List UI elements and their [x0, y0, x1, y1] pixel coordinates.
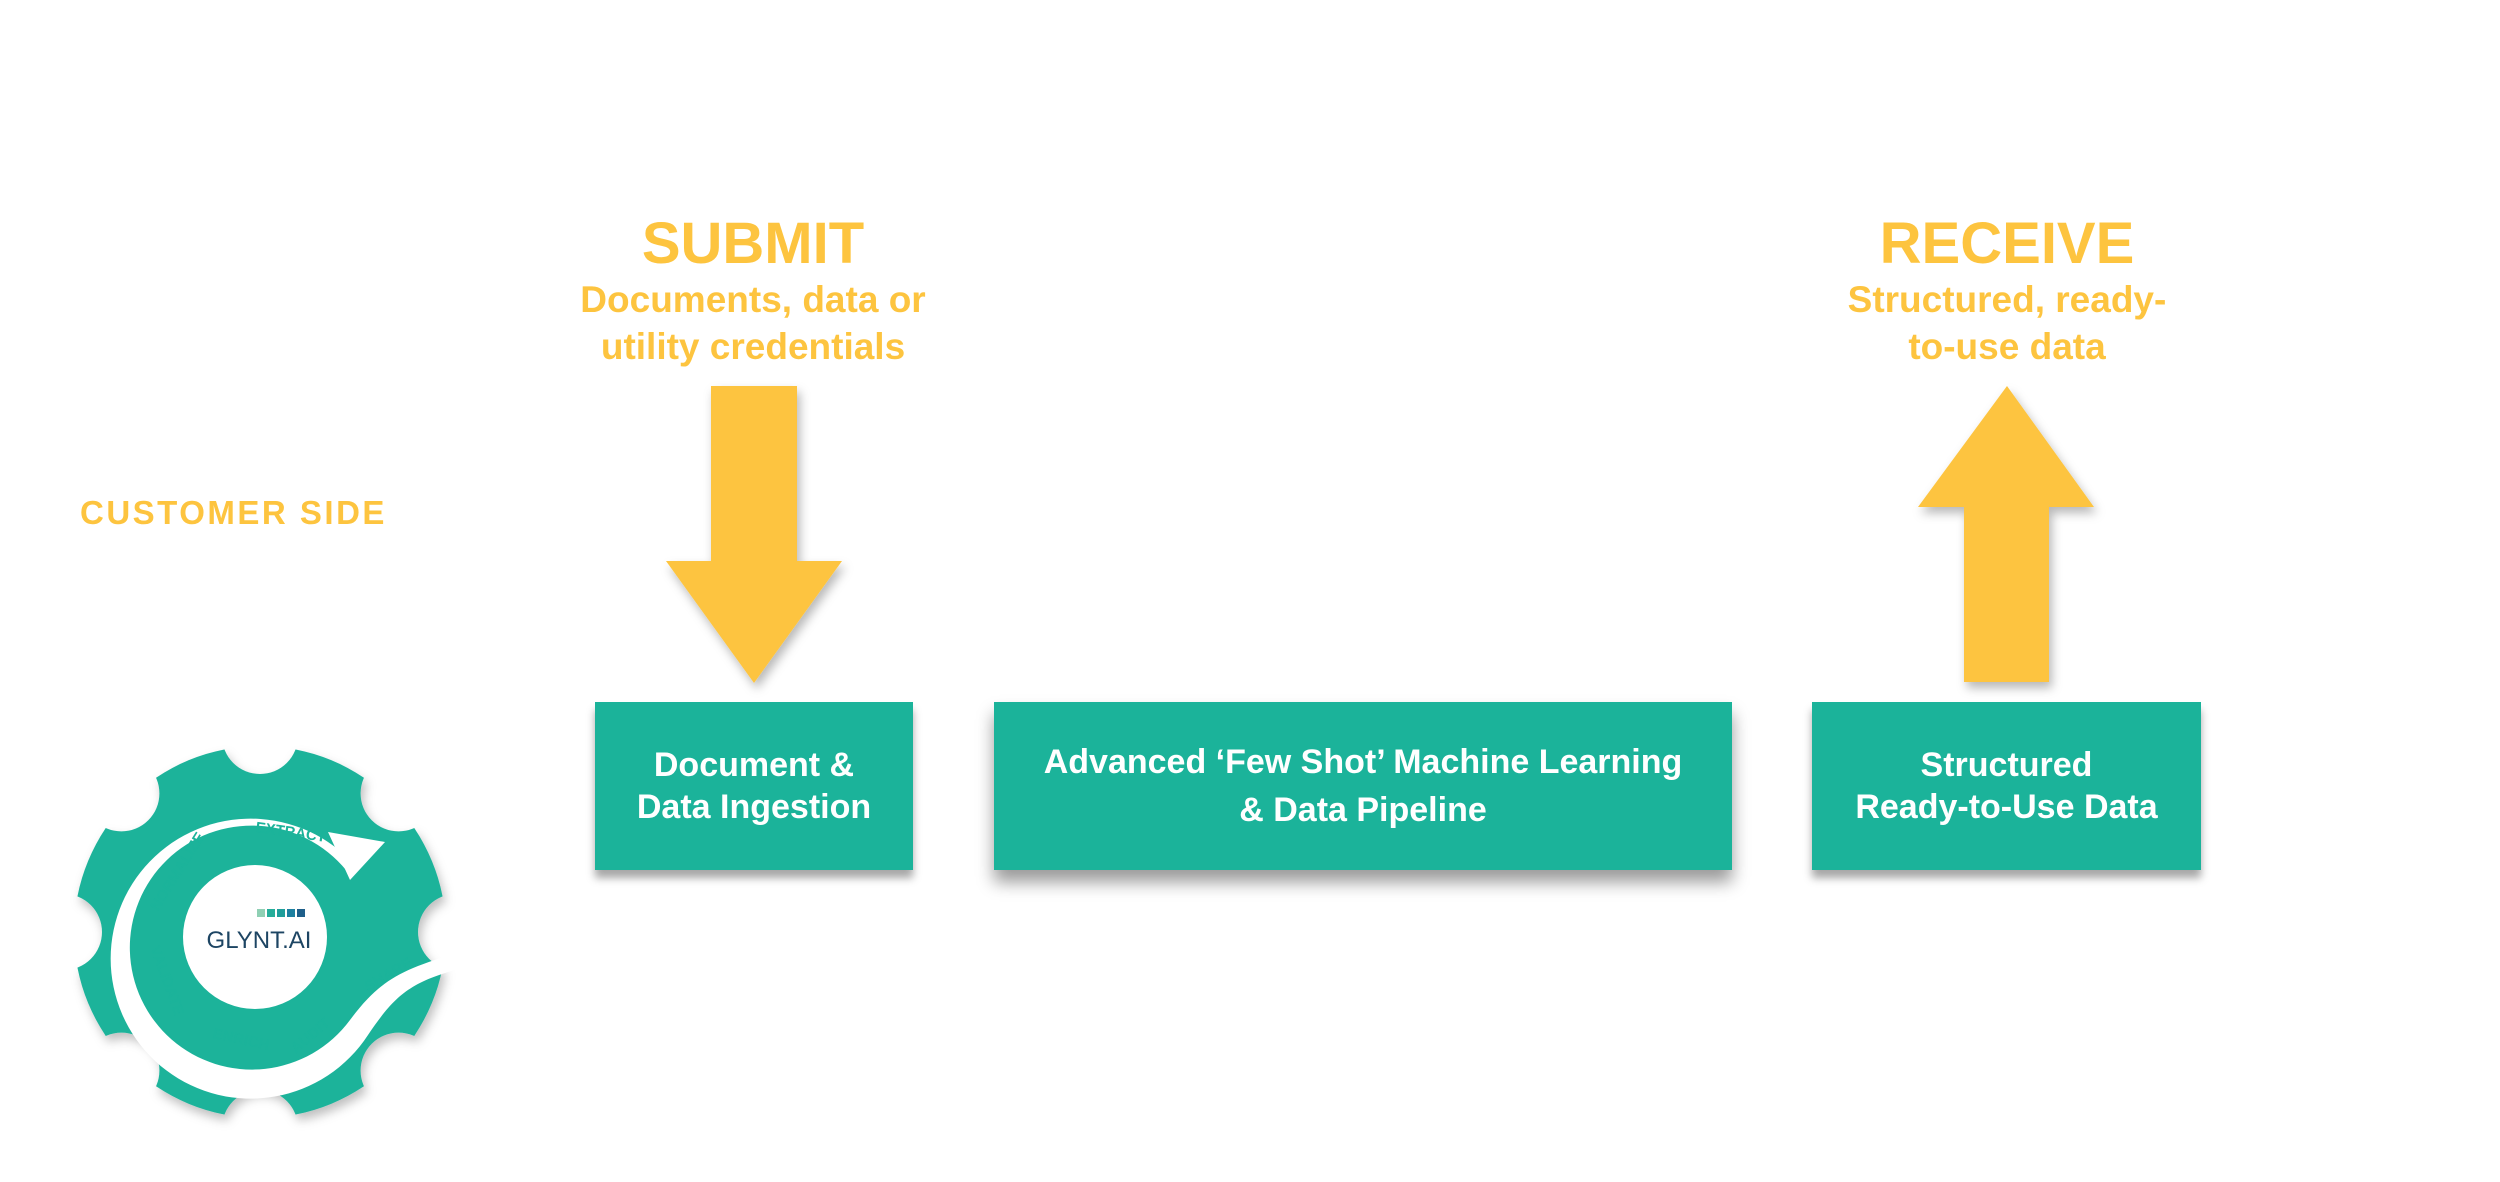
brand-name: GLYNT.AI: [207, 927, 312, 954]
arrow-up-icon: [1918, 386, 2094, 682]
receive-title: RECEIVE: [1879, 211, 2135, 276]
receive-subtitle-line2: to-use data: [1908, 326, 2106, 367]
submit-subtitle-line1: Documents, data or: [580, 279, 926, 320]
brand-square: [257, 909, 265, 917]
box-label-line1: Structured: [1920, 746, 2093, 784]
receive-subtitle-line1: Structured, ready-: [1847, 279, 2167, 320]
box-label-line2: Ready-to-Use Data: [1855, 788, 2158, 826]
ribbon-arrow-icon: [328, 832, 385, 880]
submit-subtitle-line2: utility credentials: [600, 326, 906, 367]
submit-title: SUBMIT: [641, 211, 865, 276]
brand-square: [297, 909, 305, 917]
box-label-line2: Data Ingestion: [636, 788, 872, 826]
logo-circle: [183, 865, 327, 1009]
document-data-ingestion-box: Document & Data Ingestion: [595, 702, 913, 870]
ml-data-pipeline-box: Advanced ‘Few Shot’ Machine Learning & D…: [994, 702, 1732, 870]
customer-side-label: CUSTOMER SIDE: [80, 494, 387, 531]
submit-heading: SUBMIT Documents, data or utility creden…: [553, 212, 953, 370]
box-label-line2: & Data Pipeline: [1239, 791, 1487, 829]
box-label-line1: Advanced ‘Few Shot’ Machine Learning: [1043, 743, 1683, 781]
brand-square: [277, 909, 285, 917]
box-label-line1: Document &: [653, 746, 855, 784]
arrow-down-icon: [666, 386, 842, 683]
structured-data-box: Structured Ready-to-Use Data: [1812, 702, 2201, 870]
brand-square: [267, 909, 275, 917]
receive-heading: RECEIVE Structured, ready- to-use data: [1807, 212, 2207, 370]
brand-square: [287, 909, 295, 917]
brand-squares: [257, 909, 305, 917]
glynt-gear-logo: EXTRACT NORMALIZE VALIDATE ENRICH AUDIT …: [74, 746, 463, 1118]
